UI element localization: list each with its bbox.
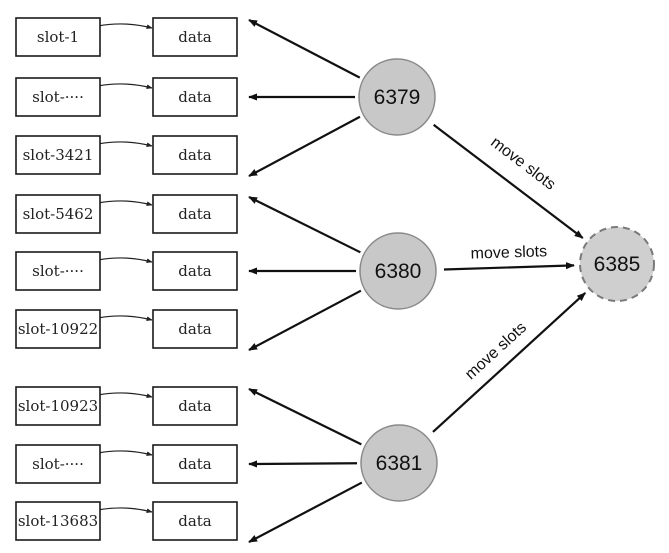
redis-node-6381	[360, 424, 438, 502]
slot-box	[15, 251, 101, 291]
data-label: data	[178, 146, 212, 164]
slot-to-data-arrow	[97, 141, 153, 147]
target-node-label: 6385	[594, 253, 641, 276]
move-slots-arrow	[432, 123, 584, 239]
data-label: data	[178, 262, 212, 280]
node-label: 6381	[376, 452, 423, 475]
node-to-data-arrow	[248, 388, 362, 446]
move-slots-arrow	[443, 262, 575, 271]
slot-box	[15, 77, 101, 117]
slot-box	[15, 444, 101, 484]
slot-to-data-arrow	[97, 392, 153, 398]
data-box	[152, 17, 238, 57]
data-box	[152, 194, 238, 234]
slot-to-data-arrow	[97, 450, 153, 456]
slot-label: slot-····	[32, 262, 84, 280]
slot-to-data-arrow	[97, 315, 153, 321]
slot-box	[15, 17, 101, 57]
node-to-data-arrow	[248, 115, 361, 177]
redis-node-6379	[358, 58, 436, 136]
data-label: data	[178, 512, 212, 530]
data-box	[152, 251, 238, 291]
slot-label: slot-····	[32, 88, 84, 106]
redis-node-6380	[359, 232, 437, 310]
data-label: data	[178, 205, 212, 223]
move-slots-label: move slots	[487, 134, 558, 194]
slot-to-data-arrow	[97, 507, 153, 513]
slot-box	[15, 194, 101, 234]
target-node-6385	[579, 226, 655, 302]
node-to-data-arrow	[248, 289, 362, 351]
slot-box	[15, 501, 101, 541]
node-label: 6379	[374, 86, 421, 109]
node-to-data-arrow	[248, 196, 361, 254]
slot-box	[15, 135, 101, 175]
data-box	[152, 77, 238, 117]
slot-label: slot-10923	[18, 397, 98, 415]
node-to-data-arrow	[248, 481, 363, 543]
slot-label: slot-13683	[18, 512, 98, 530]
node-label: 6380	[375, 260, 422, 283]
move-slots-label: move slots	[470, 243, 547, 262]
data-box	[152, 444, 238, 484]
slot-to-data-arrow	[97, 23, 153, 29]
data-box	[152, 135, 238, 175]
slot-box	[15, 309, 101, 349]
data-label: data	[178, 88, 212, 106]
node-to-data-arrow	[248, 460, 358, 468]
move-slots-arrow	[432, 292, 586, 433]
slot-label: slot-5462	[23, 205, 94, 223]
slot-to-data-arrow	[97, 200, 153, 206]
slot-label: slot-1	[37, 28, 79, 46]
slot-label: slot-10922	[18, 320, 98, 338]
slot-box	[15, 386, 101, 426]
slot-label: slot-3421	[23, 146, 94, 164]
slot-to-data-arrow	[97, 83, 153, 89]
node-to-data-arrow	[248, 19, 361, 79]
data-label: data	[178, 28, 212, 46]
data-label: data	[178, 397, 212, 415]
slot-to-data-arrow	[97, 257, 153, 263]
data-label: data	[178, 455, 212, 473]
data-label: data	[178, 320, 212, 338]
data-box	[152, 309, 238, 349]
data-box	[152, 386, 238, 426]
data-box	[152, 501, 238, 541]
slot-label: slot-····	[32, 455, 84, 473]
